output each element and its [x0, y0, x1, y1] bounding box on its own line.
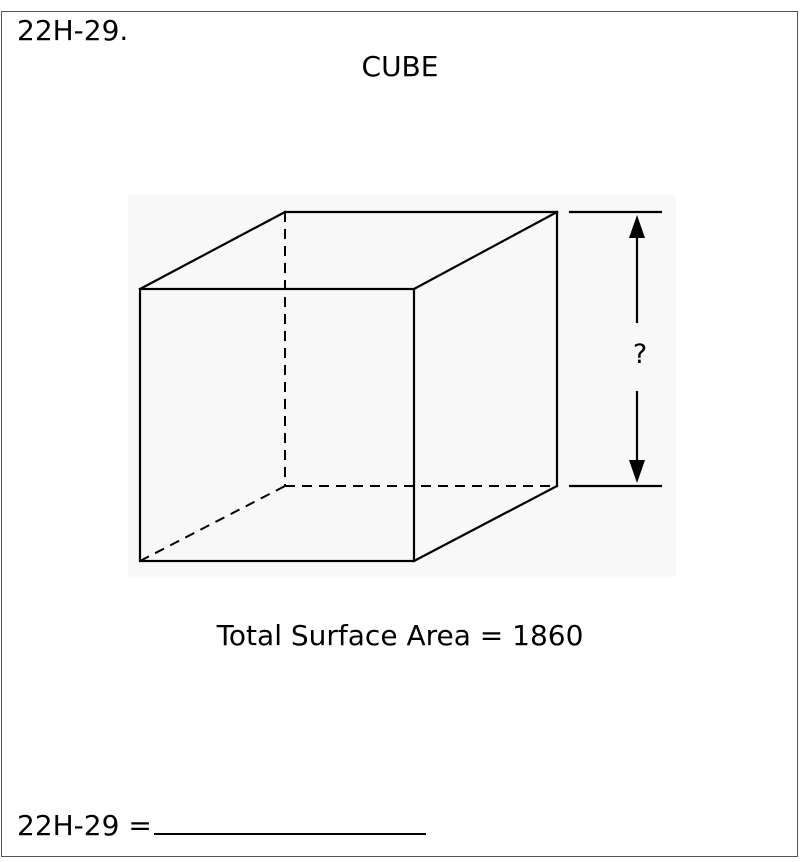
cube-figure: ? — [128, 195, 676, 577]
problem-number: 22H-29. — [17, 14, 129, 47]
given-surface-area: Total Surface Area = 1860 — [216, 619, 584, 652]
cube-front-face — [138, 287, 416, 563]
arrow-up-icon — [629, 215, 645, 238]
cube-top-left-edge — [138, 210, 287, 291]
arrow-down-icon — [629, 460, 645, 483]
answer-prompt: 22H-29 = — [17, 809, 152, 842]
cube-top-right-edge — [412, 210, 559, 291]
cube-hidden-bottom-left-edge — [139, 485, 286, 562]
figure-title: CUBE — [361, 50, 439, 83]
answer-line: 22H-29 = — [17, 805, 426, 843]
answer-blank[interactable] — [153, 805, 426, 835]
cube-bottom-right-edge — [412, 484, 559, 563]
worksheet-frame — [1, 11, 798, 857]
dimension-label: ? — [633, 339, 647, 370]
